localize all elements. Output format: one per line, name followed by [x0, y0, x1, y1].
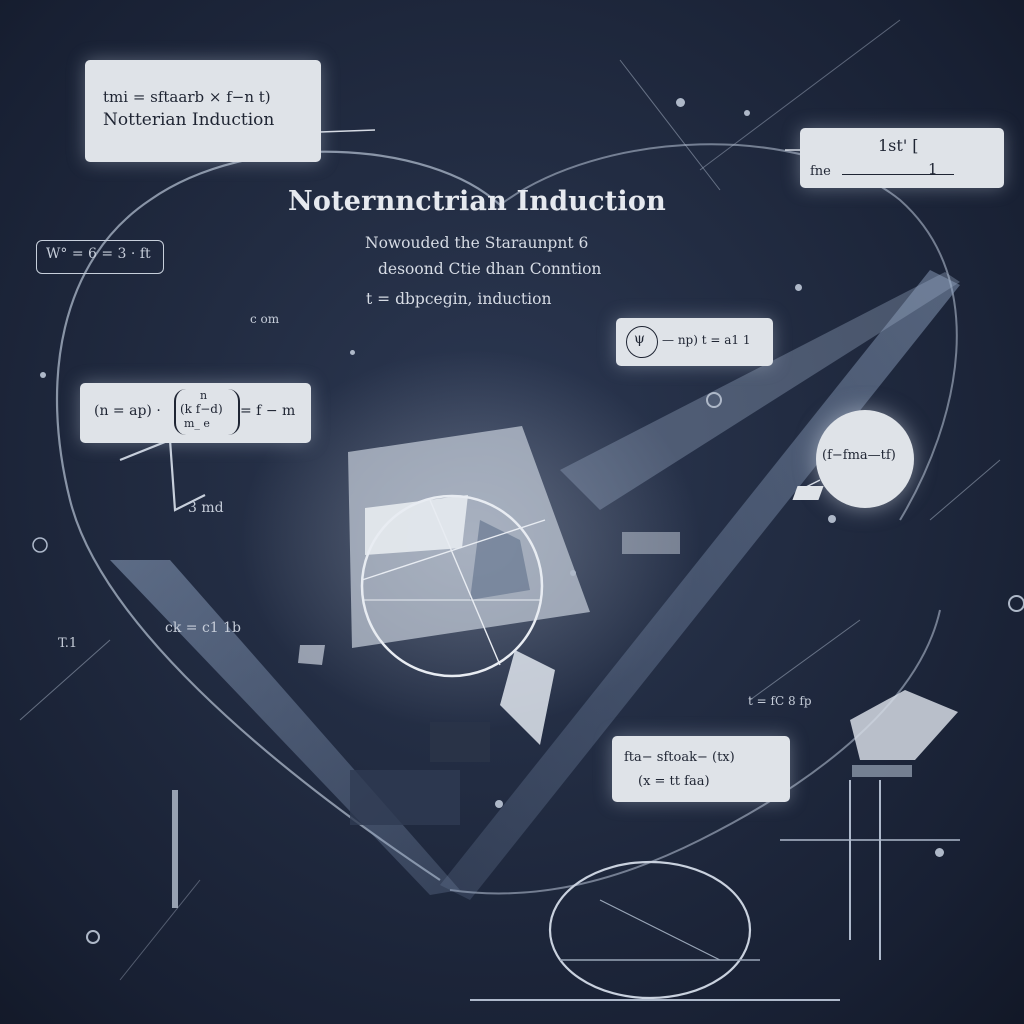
- bottom-ellipse: [548, 860, 752, 1000]
- matrix-parens: [174, 389, 240, 435]
- page-title: Noternnctrian Induction: [288, 186, 666, 217]
- chalk-dot: [495, 800, 503, 808]
- center-line-1: [361, 519, 546, 581]
- chalk-dot: [744, 110, 750, 116]
- card-connector-1: [319, 129, 376, 133]
- dark-block-2: [350, 770, 460, 825]
- chalk-stroke-2: [699, 19, 901, 171]
- lower-right-shape: [850, 690, 958, 760]
- psi-circle-icon: [626, 326, 658, 358]
- card-top-left: tmi = sftaarb × f−n t) Notterian Inducti…: [85, 60, 321, 162]
- card-top-left-label: Notterian Induction: [103, 110, 275, 130]
- chalk-dot: [795, 284, 802, 291]
- card-middle-left-matrix-bottom: m_ e: [184, 417, 210, 430]
- chalk-dot: [676, 98, 685, 107]
- right-low-text: t = fC 8 fp: [748, 694, 812, 708]
- left-vertical-bar: [172, 790, 178, 908]
- card-middle-left-rhs: = f − m: [240, 403, 296, 419]
- bottom-ellipse-diag: [599, 899, 721, 961]
- chalk-ring: [86, 930, 100, 944]
- far-left-text: T.1: [58, 636, 78, 651]
- dark-block-1: [430, 722, 490, 762]
- upper-beam: [560, 272, 960, 510]
- left-small-text: c om: [250, 312, 280, 326]
- shard-1: [500, 650, 555, 745]
- chalk-stroke-1: [619, 59, 721, 191]
- card-bottom-center: fta− sftoak− (tx) (x = tt faa): [612, 736, 790, 802]
- chalk-ring: [1008, 595, 1024, 612]
- card-top-left-formula: tmi = sftaarb × f−n t): [103, 88, 271, 106]
- subtitle-line-3: t = dbpcegin, induction: [366, 290, 552, 308]
- subtitle-line-2: desoond Ctie dhan Conntion: [378, 260, 602, 278]
- card-bottom-center-line1: fta− sftoak− (tx): [624, 750, 735, 765]
- left-low-text: ck = c1 1b: [165, 620, 242, 636]
- chalk-stroke-6: [119, 879, 201, 981]
- card-bottom-center-line2: (x = tt faa): [638, 774, 710, 789]
- chalk-stroke-3: [749, 619, 861, 701]
- card-top-right-top: 1st' [: [878, 136, 919, 155]
- chalk-dot: [828, 515, 836, 523]
- heart-bottom-curve: [449, 609, 941, 895]
- center-small-rect: [365, 495, 468, 555]
- chalk-dot: [40, 372, 46, 378]
- circle-right-tab: [792, 486, 824, 500]
- left-bracket-scrawl: [119, 438, 206, 512]
- lower-right-bar: [852, 765, 912, 777]
- left-mid-text: 3 md: [188, 500, 224, 516]
- card-middle-left-matrix-top: n: [200, 389, 208, 402]
- card-top-right-rule: [842, 174, 954, 175]
- chalk-ring: [706, 392, 722, 408]
- center-circle: [360, 494, 544, 678]
- card-middle-right: ψ — np) t = a1 1: [616, 318, 773, 366]
- left-formula-box: [36, 240, 164, 274]
- center-line-2: [429, 499, 501, 666]
- circle-right-badge: (f−fma—tf): [816, 410, 914, 508]
- chalk-dot: [350, 350, 355, 355]
- shard-3: [622, 532, 680, 554]
- card-middle-left-lhs: (n = ap) ·: [94, 403, 161, 419]
- circle-right-formula: (f−fma—tf): [822, 448, 896, 463]
- chalk-dot: [935, 848, 944, 857]
- left-formula-text: W° = 6 = 3 · ft: [46, 246, 151, 262]
- left-small-ring: [32, 537, 48, 553]
- subtitle-line-1: Nowouded the Staraunpnt 6: [365, 234, 589, 252]
- chalk-dot: [570, 570, 576, 576]
- chalk-stroke-5: [929, 459, 1001, 521]
- shard-2: [298, 645, 325, 665]
- card-middle-right-symbol: ψ: [634, 331, 645, 347]
- card-top-right-bottom-right: 1: [928, 160, 938, 178]
- heart-left-curve: [55, 150, 501, 881]
- card-top-right: 1st' [ fne 1: [800, 128, 1004, 188]
- card-top-right-bottom-left: fne: [810, 164, 831, 179]
- card-middle-left-matrix-mid: (k f−d): [180, 402, 223, 416]
- chalk-stroke-4: [19, 639, 111, 721]
- center-square: [348, 426, 590, 648]
- card-middle-right-formula: — np) t = a1 1: [662, 333, 751, 347]
- card-middle-left: (n = ap) · n (k f−d) m_ e = f − m: [80, 383, 311, 443]
- heart-right-curve: [499, 143, 958, 521]
